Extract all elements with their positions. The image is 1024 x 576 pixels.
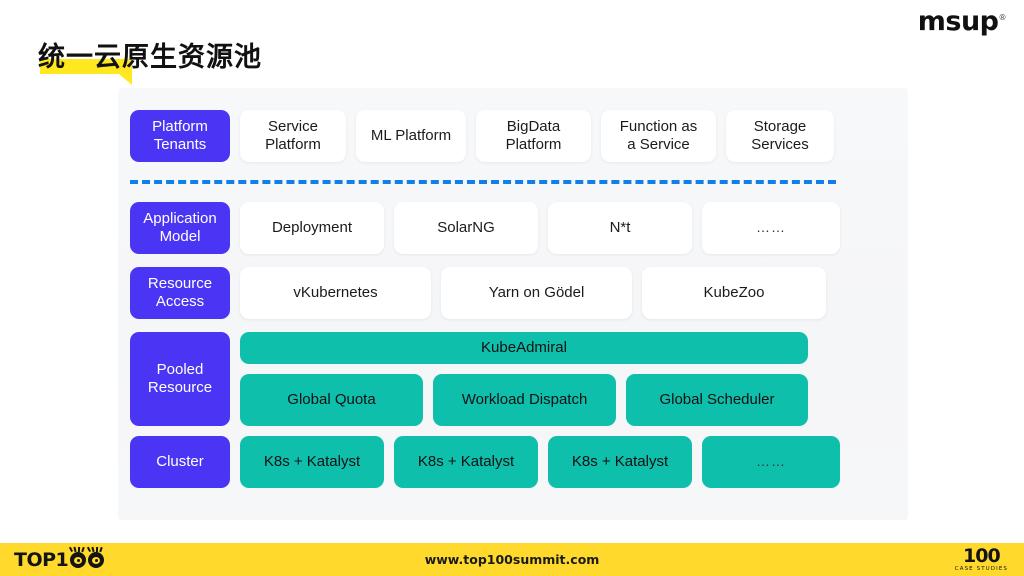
cell-kubezoo[interactable]: KubeZoo — [642, 267, 826, 319]
diagram-row-cluster: Cluster K8s + Katalyst K8s + Katalyst K8… — [130, 436, 840, 488]
cell-storage-services[interactable]: Storage Services — [726, 110, 834, 162]
top100-logo-text: TOP1 — [14, 548, 69, 571]
cell-vkubernetes[interactable]: vKubernetes — [240, 267, 431, 319]
diagram-row-resource-access: Resource Access vKubernetes Yarn on Göde… — [130, 267, 826, 319]
cell-cluster-more[interactable]: …… — [702, 436, 840, 488]
pooled-resource-stack: KubeAdmiral Global Quota Workload Dispat… — [240, 332, 808, 426]
cell-function-as-a-service[interactable]: Function as a Service — [601, 110, 716, 162]
diagram-row-platform-tenants: Platform Tenants Service Platform ML Pla… — [130, 110, 834, 162]
cell-bigdata-platform[interactable]: BigData Platform — [476, 110, 591, 162]
case-studies-caption: CASE STUDIES — [954, 565, 1008, 572]
title-highlight-accent — [40, 59, 132, 85]
diagram-row-pooled-resource: Pooled Resource KubeAdmiral Global Quota… — [130, 332, 808, 426]
pooled-resource-subrow: Global Quota Workload Dispatch Global Sc… — [240, 374, 808, 426]
top100-logo: TOP1 — [14, 546, 105, 571]
cell-global-quota[interactable]: Global Quota — [240, 374, 423, 426]
footer-url[interactable]: www.top100summit.com — [424, 552, 600, 567]
cell-kubeadmiral-banner[interactable]: KubeAdmiral — [240, 332, 808, 364]
cell-solarng[interactable]: SolarNG — [394, 202, 538, 254]
cell-yarn-on-godel[interactable]: Yarn on Gödel — [441, 267, 632, 319]
section-divider-dashed — [130, 180, 836, 184]
cell-workload-dispatch[interactable]: Workload Dispatch — [433, 374, 616, 426]
cell-n-t[interactable]: N*t — [548, 202, 692, 254]
msup-logo-text: msup — [917, 6, 999, 37]
cell-ml-platform[interactable]: ML Platform — [356, 110, 466, 162]
msup-logo: msup® — [917, 6, 1007, 37]
registered-mark-icon: ® — [998, 13, 1007, 22]
cell-cluster-k8s-katalyst-2[interactable]: K8s + Katalyst — [394, 436, 538, 488]
row-label-resource-access[interactable]: Resource Access — [130, 267, 230, 319]
diagram-row-application-model: Application Model Deployment SolarNG N*t… — [130, 202, 840, 254]
cell-global-scheduler[interactable]: Global Scheduler — [626, 374, 808, 426]
cell-application-model-more[interactable]: …… — [702, 202, 840, 254]
cell-service-platform[interactable]: Service Platform — [240, 110, 346, 162]
case-studies-logo: 100 CASE STUDIES — [954, 544, 1008, 573]
page-title: 统一云原生资源池 — [38, 38, 262, 85]
row-label-application-model[interactable]: Application Model — [130, 202, 230, 254]
row-label-cluster[interactable]: Cluster — [130, 436, 230, 488]
cell-deployment[interactable]: Deployment — [240, 202, 384, 254]
cell-cluster-k8s-katalyst-1[interactable]: K8s + Katalyst — [240, 436, 384, 488]
row-label-platform-tenants[interactable]: Platform Tenants — [130, 110, 230, 162]
cell-cluster-k8s-katalyst-3[interactable]: K8s + Katalyst — [548, 436, 692, 488]
page-title-text: 统一云原生资源池 — [38, 42, 262, 73]
eye-zero-icon-1 — [69, 546, 87, 568]
eye-zero-icon-2 — [87, 546, 105, 568]
row-label-pooled-resource[interactable]: Pooled Resource — [130, 332, 230, 426]
footer-bar: TOP1 www.top100summit.com 10 — [0, 543, 1024, 576]
architecture-diagram: Platform Tenants Service Platform ML Pla… — [118, 88, 908, 520]
case-studies-number: 100 — [963, 544, 1001, 567]
